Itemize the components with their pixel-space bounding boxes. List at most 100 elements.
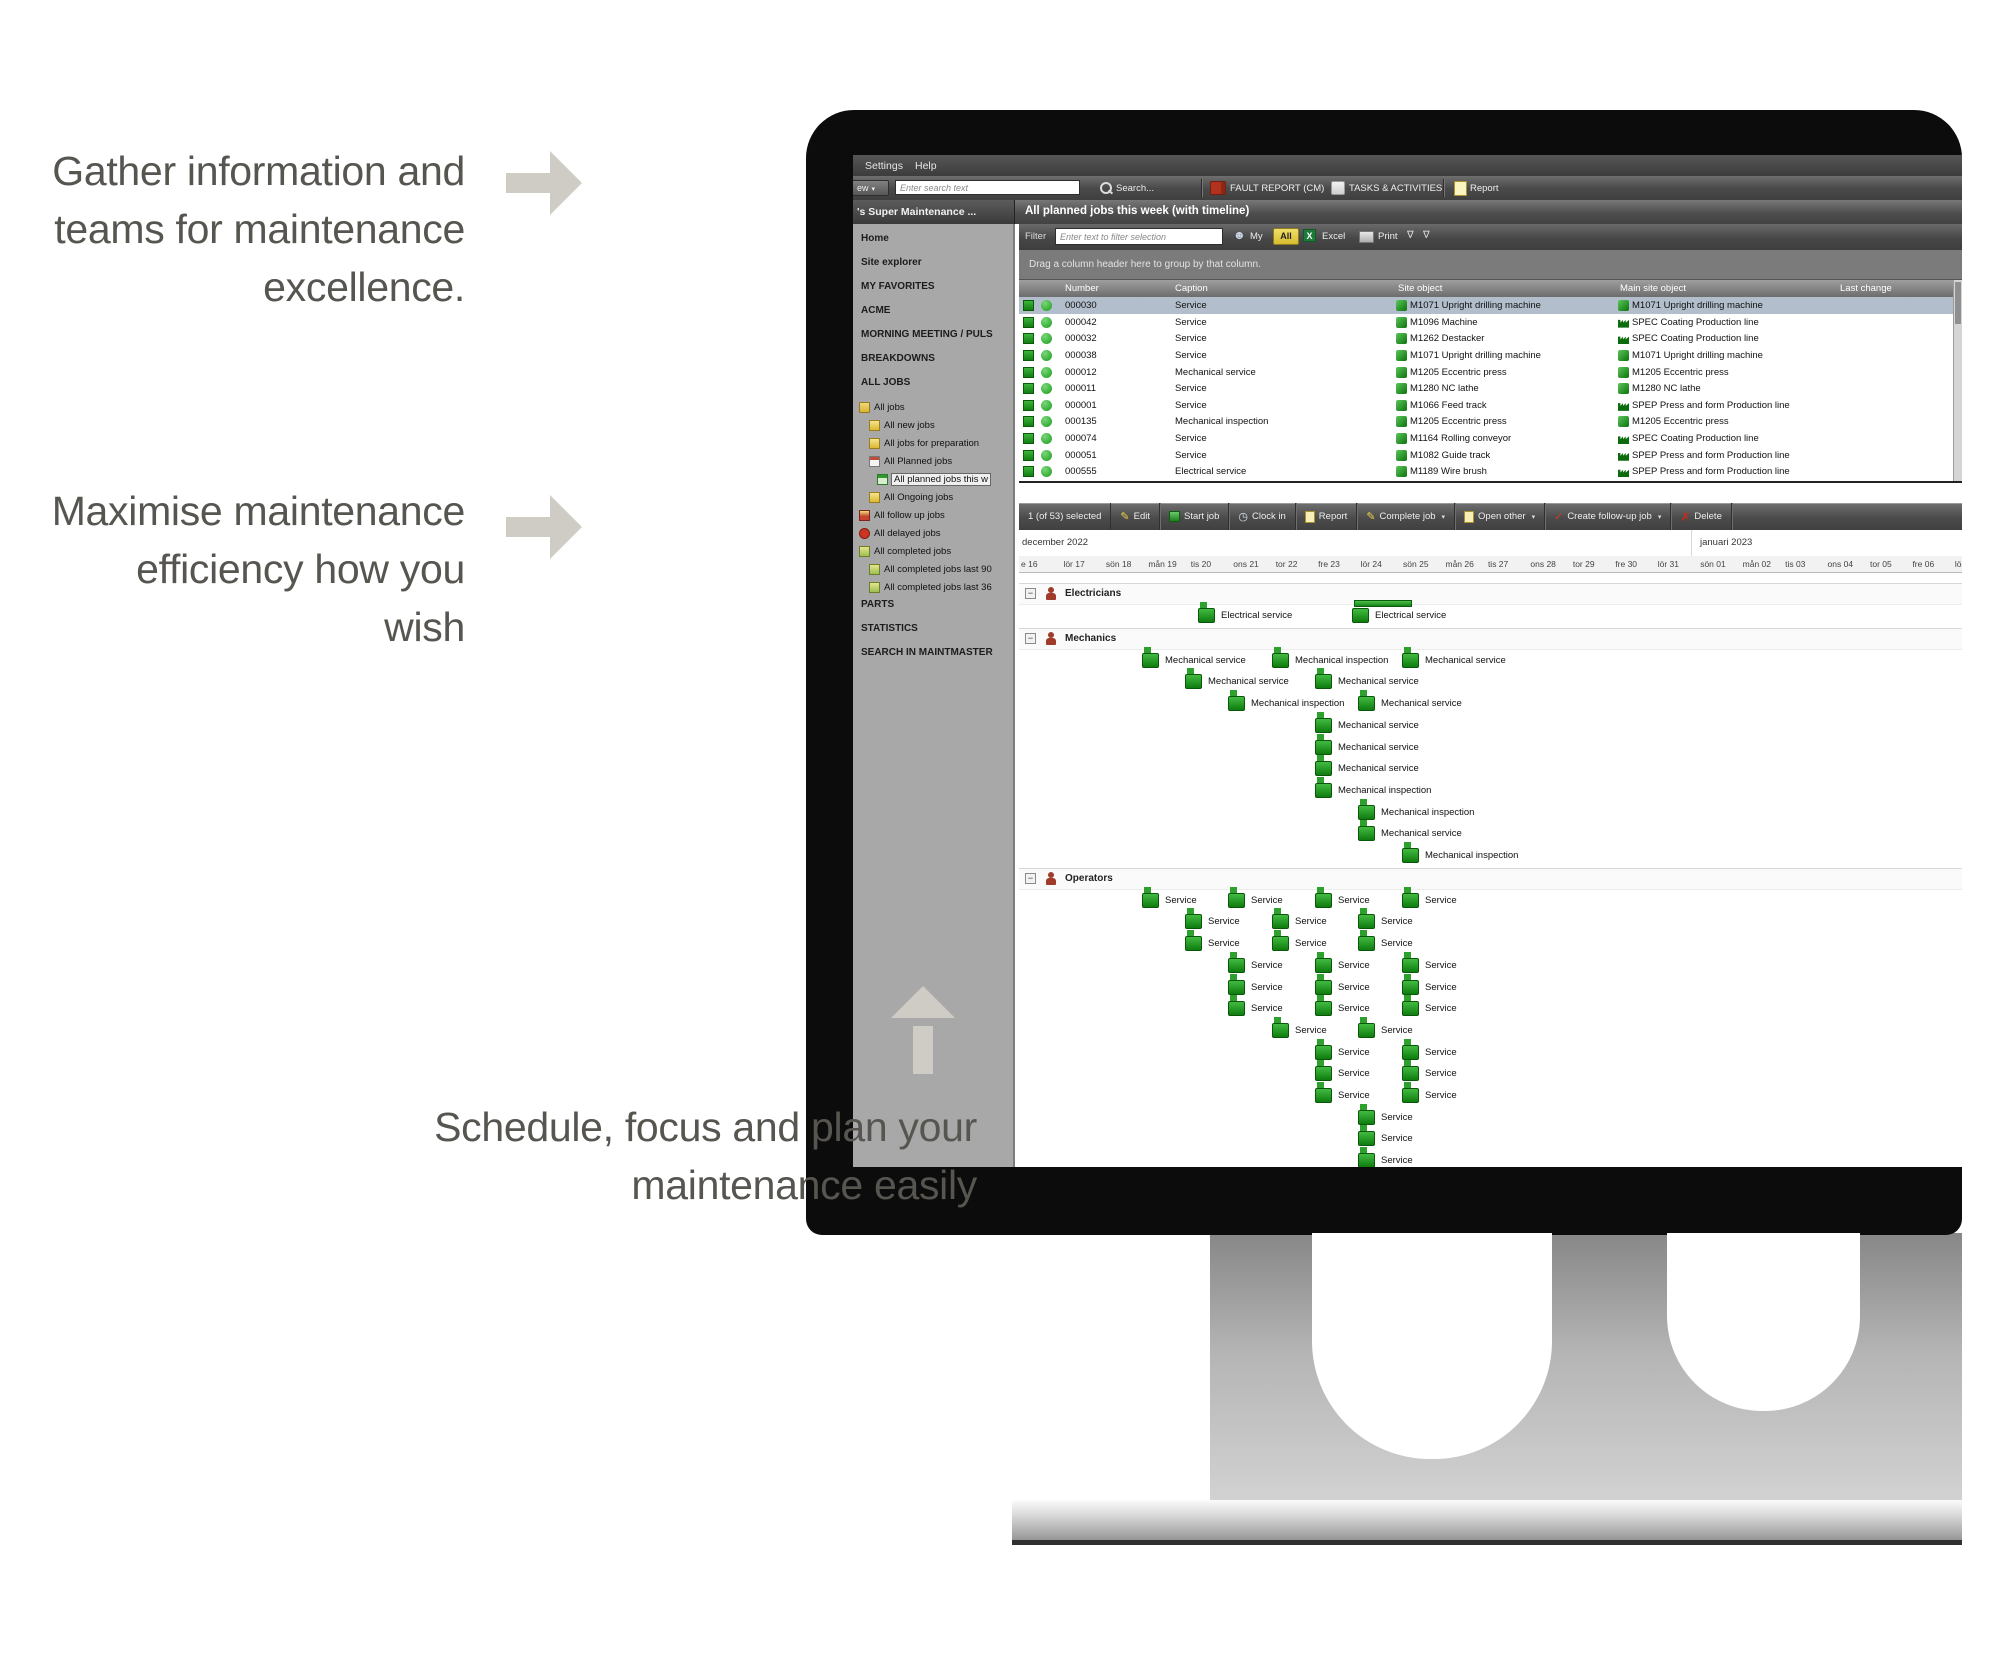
sidebar-item-search-in-maintmaster[interactable]: SEARCH IN MAINTMASTER <box>861 647 993 658</box>
gantt-job[interactable]: Mechanical service <box>1315 668 1445 690</box>
gantt-job[interactable]: Mechanical service <box>1185 668 1315 690</box>
gantt-job[interactable]: Service <box>1228 951 1358 974</box>
gantt-job[interactable]: Service <box>1142 886 1272 909</box>
gantt-job[interactable]: Service <box>1272 1016 1402 1039</box>
menu-item-settings[interactable]: Settings <box>865 160 903 172</box>
new-button[interactable]: ew▾ <box>853 180 889 196</box>
gantt-job[interactable]: Mechanical service <box>1142 646 1272 669</box>
column-header-number[interactable]: Number <box>1065 283 1099 294</box>
gantt-job[interactable]: Service <box>1228 995 1358 1017</box>
gantt-job[interactable]: Mechanical inspection <box>1272 646 1402 669</box>
gantt-job[interactable]: Service <box>1315 1082 1445 1104</box>
gantt-job[interactable]: Service <box>1315 995 1445 1017</box>
sidebar-item-all-follow-up-jobs[interactable]: All follow up jobs <box>859 509 1013 521</box>
column-header-caption[interactable]: Caption <box>1175 283 1208 294</box>
gantt-job[interactable]: Service <box>1402 1060 1532 1082</box>
gantt-group-electricians[interactable]: −Electricians <box>1019 583 1962 605</box>
sidebar-item-site-explorer[interactable]: Site explorer <box>861 257 922 268</box>
sidebar-item-all-jobs-for-preparation[interactable]: All jobs for preparation <box>869 437 1013 449</box>
report-button[interactable]: Report <box>1470 183 1499 194</box>
gantt-job[interactable]: Service <box>1358 1147 1488 1167</box>
sidebar-item-my-favorites[interactable]: MY FAVORITES <box>861 281 935 292</box>
gantt-job[interactable]: Service <box>1272 908 1402 930</box>
sidebar-item-all-planned-jobs-this-w[interactable]: All planned jobs this w <box>877 472 1013 486</box>
gantt-job[interactable]: Service <box>1402 973 1532 996</box>
funnel-icon[interactable] <box>1407 230 1414 241</box>
sidebar-item-statistics[interactable]: STATISTICS <box>861 623 918 634</box>
gantt-job[interactable]: Mechanical inspection <box>1402 842 1532 864</box>
gantt-job[interactable]: Mechanical inspection <box>1358 798 1488 821</box>
fault-report-button[interactable]: FAULT REPORT (CM) <box>1230 183 1325 194</box>
collapse-icon[interactable]: − <box>1025 872 1036 884</box>
scrollbar-thumb[interactable] <box>1955 282 1961 324</box>
gantt-job[interactable]: Service <box>1358 908 1488 930</box>
my-filter-button[interactable]: My <box>1250 231 1263 242</box>
gantt-job[interactable]: Service <box>1315 1060 1445 1082</box>
sidebar-item-parts[interactable]: PARTS <box>861 599 895 610</box>
sidebar-item-all-delayed-jobs[interactable]: All delayed jobs <box>859 527 1013 539</box>
sidebar-item-all-completed-jobs[interactable]: All completed jobs <box>859 545 1013 557</box>
gantt-job[interactable]: Service <box>1358 1016 1488 1039</box>
sidebar-item-all-new-jobs[interactable]: All new jobs <box>869 419 1013 431</box>
group-by-hint[interactable]: Drag a column header here to group by th… <box>1019 250 1962 280</box>
gantt-job[interactable]: Mechanical inspection <box>1228 690 1358 712</box>
gantt-job[interactable]: Service <box>1315 886 1445 909</box>
filter-input[interactable] <box>1055 228 1223 245</box>
gantt-job[interactable]: Service <box>1402 886 1532 909</box>
collapse-icon[interactable]: − <box>1025 588 1036 599</box>
sidebar-item-all-completed-jobs-last-36[interactable]: All completed jobs last 36 <box>869 581 1013 593</box>
gantt-job[interactable]: Service <box>1228 973 1358 996</box>
excel-export-button[interactable]: Excel <box>1322 231 1346 242</box>
sidebar-item-morning-meeting-puls[interactable]: MORNING MEETING / PULS <box>861 329 993 340</box>
report-button[interactable]: Report <box>1296 503 1358 530</box>
gantt-job[interactable]: Service <box>1185 908 1315 930</box>
open-other-button[interactable]: Open other▾ <box>1455 503 1546 530</box>
start-job-button[interactable]: Start job <box>1160 503 1230 530</box>
gantt-job[interactable]: Service <box>1272 930 1402 952</box>
clock-in-button[interactable]: Clock in <box>1229 503 1296 530</box>
print-button[interactable]: Print <box>1378 231 1398 242</box>
gantt-job[interactable]: Electrical service <box>1352 600 1482 624</box>
gantt-job[interactable]: Service <box>1315 1038 1445 1061</box>
delete-button[interactable]: Delete <box>1671 503 1732 530</box>
gantt-job[interactable]: Service <box>1402 1038 1532 1061</box>
sidebar-item-all-jobs[interactable]: ALL JOBS <box>861 377 911 388</box>
gantt-job[interactable]: Service <box>1402 1082 1532 1104</box>
sidebar-item-all-jobs[interactable]: All jobs <box>859 401 1013 413</box>
funnel-icon[interactable] <box>1423 230 1430 241</box>
gantt-group-operators[interactable]: −Operators <box>1019 867 1962 890</box>
gantt-job[interactable]: Mechanical service <box>1358 820 1488 842</box>
gantt-job[interactable]: Service <box>1358 930 1488 952</box>
search-input[interactable] <box>895 180 1080 195</box>
menu-item-help[interactable]: Help <box>915 160 937 172</box>
sidebar-item-all-planned-jobs[interactable]: All Planned jobs <box>869 455 1013 467</box>
complete-job-button[interactable]: Complete job▾ <box>1357 503 1456 530</box>
gantt-job[interactable]: Mechanical service <box>1315 733 1445 756</box>
tasks-activities-button[interactable]: TASKS & ACTIVITIES <box>1349 183 1443 194</box>
sidebar-item-breakdowns[interactable]: BREAKDOWNS <box>861 353 935 364</box>
gantt-job[interactable]: Mechanical service <box>1358 690 1488 712</box>
sidebar-item-all-completed-jobs-last-90[interactable]: All completed jobs last 90 <box>869 563 1013 575</box>
gantt-job[interactable]: Mechanical service <box>1315 755 1445 777</box>
collapse-icon[interactable]: − <box>1025 632 1036 644</box>
gantt-job[interactable]: Service <box>1402 951 1532 974</box>
gantt-job[interactable]: Mechanical inspection <box>1315 776 1445 799</box>
gantt-job[interactable]: Mechanical service <box>1315 711 1445 734</box>
column-header-last-change[interactable]: Last change <box>1840 283 1892 294</box>
gantt-job[interactable]: Service <box>1315 973 1445 996</box>
sidebar-item-acme[interactable]: ACME <box>861 305 891 316</box>
edit-button[interactable]: Edit <box>1111 503 1160 530</box>
column-header-main-site-object[interactable]: Main site object <box>1620 283 1687 294</box>
search-button[interactable]: Search... <box>1116 183 1155 194</box>
sidebar-item-all-ongoing-jobs[interactable]: All Ongoing jobs <box>869 491 1013 503</box>
